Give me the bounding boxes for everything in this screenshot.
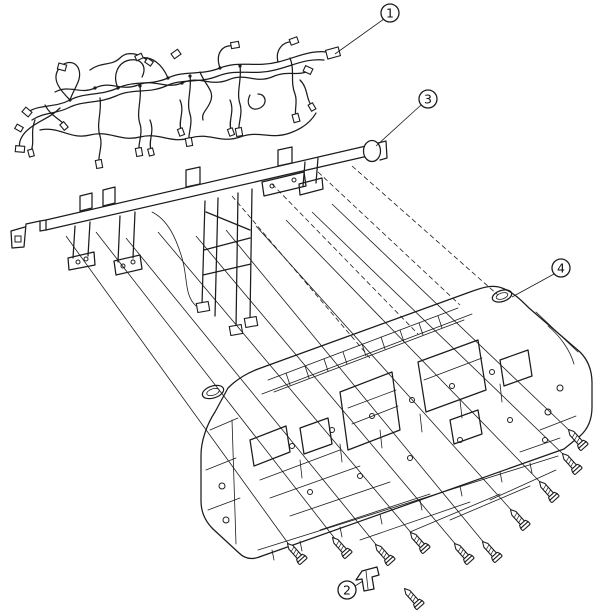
corner-grille-right xyxy=(491,289,513,303)
callout-3-label: 3 xyxy=(424,92,432,107)
callout-3: 3 xyxy=(375,89,438,147)
callout-4-circle xyxy=(551,258,571,278)
corner-grille-left xyxy=(201,384,225,400)
panel-internal-detail xyxy=(205,311,579,561)
callout-4-label: 4 xyxy=(557,261,565,276)
callout-1: 1 xyxy=(334,3,400,55)
defroster-strip xyxy=(267,307,465,393)
callout-3-circle xyxy=(418,89,438,109)
wiring-harness xyxy=(13,36,342,170)
alignment-lines-dashed xyxy=(231,165,499,359)
panel-outline xyxy=(200,285,593,560)
retaining-clip xyxy=(355,566,380,592)
beam-harness-wire xyxy=(151,211,197,307)
callout-2: 2 xyxy=(337,580,364,600)
harness-junctions xyxy=(68,64,242,102)
callout-2-circle xyxy=(337,580,357,600)
alignment-lines-solid xyxy=(65,203,572,548)
center-console-bracket xyxy=(195,188,259,337)
callout-4: 4 xyxy=(511,258,571,298)
callout-1-label: 1 xyxy=(386,6,394,21)
crossmember-beam xyxy=(10,139,388,337)
callout-2-label: 2 xyxy=(343,583,351,598)
beam-end-flange xyxy=(362,139,382,163)
callout-1-circle xyxy=(380,3,400,23)
beam-tube xyxy=(45,145,369,231)
instrument-panel xyxy=(200,285,593,561)
harness-connectors xyxy=(13,36,342,170)
